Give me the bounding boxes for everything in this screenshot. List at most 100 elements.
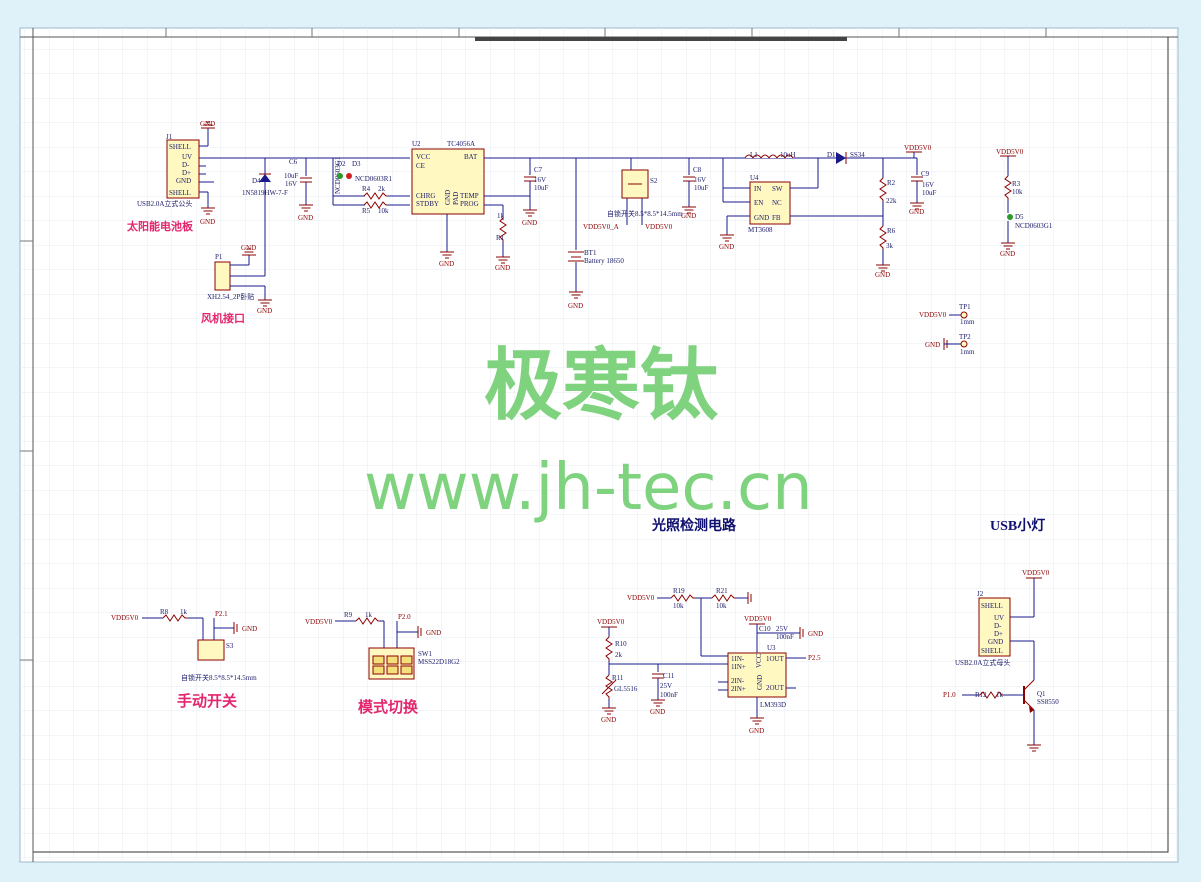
r8-ref: R8 — [160, 608, 169, 616]
usb-light-section: VDD5V0 J2 SHELL UV D- D+ GND SHELL USB2.… — [943, 569, 1059, 752]
s2-ref: S2 — [650, 177, 658, 185]
r12-net-p1-0: P1.0 — [943, 691, 956, 699]
u3-pin-gnd: GND — [756, 675, 764, 690]
r6-value: 3k — [886, 242, 894, 250]
r5-value: 10k — [378, 207, 389, 215]
r9-net-vdd: VDD5V0 — [305, 618, 333, 626]
c6-ref: C6 — [289, 158, 298, 166]
d4-value: 1N5819HW-7-F — [242, 189, 288, 197]
r19-value: 10k — [673, 602, 684, 610]
test-points: VDD5V0 TP1 1mm GND TP2 1mm — [919, 303, 975, 356]
c11-value2: 100nF — [660, 691, 678, 699]
c7-ref: C7 — [534, 166, 543, 174]
light-detect-section: VDD5V0 R19 10k R21 10k VDD5V0 R10 2k R11… — [597, 587, 823, 735]
inductor-l1: L1 10uH — [744, 151, 796, 159]
u2-pin-prog: PROG — [460, 200, 479, 208]
r4-ref: R4 — [362, 185, 371, 193]
u2-value: TC4056A — [447, 140, 475, 148]
switch-s2: S2 自锁开关8.5*8.5*14.5mm VDD5V0_A VDD5V0 — [583, 158, 683, 231]
j1-pin-dminus: D- — [182, 161, 190, 169]
j1-pin-shell-2: SHELL — [169, 189, 191, 197]
r10-ref: R10 — [615, 640, 627, 648]
u3-pin-vcc: VCC — [755, 653, 763, 668]
watermark-url: www.jh-tec.cn — [364, 451, 813, 525]
q1-ref: Q1 — [1037, 690, 1046, 698]
bt1-ref: BT1 — [584, 249, 597, 257]
d3-value: NCD0603R1 — [355, 175, 392, 183]
r4-value: 2k — [378, 185, 386, 193]
s3-gnd: GND — [242, 625, 257, 633]
r19-net-vdd: VDD5V0 — [627, 594, 655, 602]
r11-value: GL5516 — [614, 685, 638, 693]
u4-gnd: GND — [719, 243, 734, 251]
sw1-value: MSS22D18G2 — [418, 658, 460, 666]
p1-gnd-bottom: GND — [257, 307, 272, 315]
p1-value: XH2.54_2P卧贴 — [207, 292, 254, 301]
j2-net-vdd: VDD5V0 — [1022, 569, 1050, 577]
u4-pin-fb: FB — [772, 214, 781, 222]
r12-ref: R12 — [975, 691, 987, 699]
c9-value2: 10uF — [922, 189, 937, 197]
u2-pin-temp: TEMP — [460, 192, 479, 200]
u4-value: MT3608 — [748, 226, 773, 234]
battery-bt1: GND BT1 Battery 18650 — [568, 158, 624, 310]
tp2-ref: TP2 — [959, 333, 971, 341]
bt1-gnd: GND — [568, 302, 583, 310]
d4-ref: D4 — [252, 177, 261, 185]
r19-ref: R19 — [673, 587, 685, 595]
c10-value2: 100nF — [776, 633, 794, 641]
j1-pin-dplus: D+ — [182, 169, 191, 177]
s2-value: 自锁开关8.5*8.5*14.5mm — [607, 209, 683, 218]
r1-ref: R1 — [496, 234, 505, 242]
u2-gnd: GND — [439, 260, 454, 268]
d1-value: SS34 — [850, 151, 865, 159]
s3-net-p2-1: P2.1 — [215, 610, 228, 618]
r9-ref: R9 — [344, 611, 353, 619]
capacitor-c6: GND C6 10uF 16V — [284, 158, 314, 222]
s2-net-vdd-a: VDD5V0_A — [583, 223, 619, 231]
d5-gnd: GND — [1000, 250, 1015, 258]
u3-pin-1in-minus: 1IN- — [731, 655, 745, 663]
c10-ref: C10 — [759, 625, 771, 633]
c6-value1: 10uF — [284, 172, 299, 180]
j2-pin-shell-2: SHELL — [981, 647, 1003, 655]
c10-value1: 25V — [776, 625, 788, 633]
u3-pin-1in-plus: 1IN+ — [731, 663, 746, 671]
c8-ref: C8 — [693, 166, 702, 174]
u4-pin-sw: SW — [772, 185, 783, 193]
u4-pin-en: EN — [754, 199, 763, 207]
tp1-value: 1mm — [960, 318, 975, 326]
tp1-ref: TP1 — [959, 303, 971, 311]
r2-value: 22k — [886, 197, 897, 205]
s3-ref: S3 — [226, 642, 234, 650]
l1-value: 10uH — [780, 151, 796, 159]
u3-pin-2out: 2OUT — [766, 684, 785, 692]
diode-d4: D4 1N5819HW-7-F — [242, 158, 288, 276]
section-manual-switch: 手动开关 — [177, 692, 237, 710]
section-solar-panel: 太阳能电池板 — [126, 219, 194, 233]
r11-ref: R11 — [612, 674, 624, 682]
tp2-net: GND — [925, 341, 940, 349]
j2-ref: J2 — [977, 590, 984, 598]
connector-j1: J1 SHELL UV D- D+ GND SHELL USB2.0A立式公头 — [137, 133, 200, 208]
watermark-name: 极寒钛 — [484, 341, 719, 431]
u2-pin-chrg: CHRG — [416, 192, 435, 200]
u3-pin-1out: 1OUT — [766, 655, 785, 663]
u2-pin-stdby: STDBY — [416, 200, 439, 208]
d3-ref: D3 — [352, 160, 361, 168]
u2-pin-pad: PAD — [452, 192, 460, 205]
d5-net-vdd: VDD5V0 — [996, 148, 1024, 156]
sw1-ref: SW1 — [418, 650, 433, 658]
j2-pin-dminus: D- — [994, 622, 1002, 630]
r11-gnd: GND — [601, 716, 616, 724]
r21-value: 10k — [716, 602, 727, 610]
d5-value: NCD0603G1 — [1015, 222, 1053, 230]
j2-desc: USB2.0A立式母头 — [955, 658, 1010, 667]
c8-gnd: GND — [681, 212, 696, 220]
r9-value: 1k — [365, 611, 373, 619]
solar-charger-section: J1 SHELL UV D- D+ GND SHELL USB2.0A立式公头 … — [126, 120, 1053, 356]
l1-ref: L1 — [750, 151, 758, 159]
c7-value1: 16V — [534, 176, 546, 184]
j1-pin-shell-1: SHELL — [169, 143, 191, 151]
